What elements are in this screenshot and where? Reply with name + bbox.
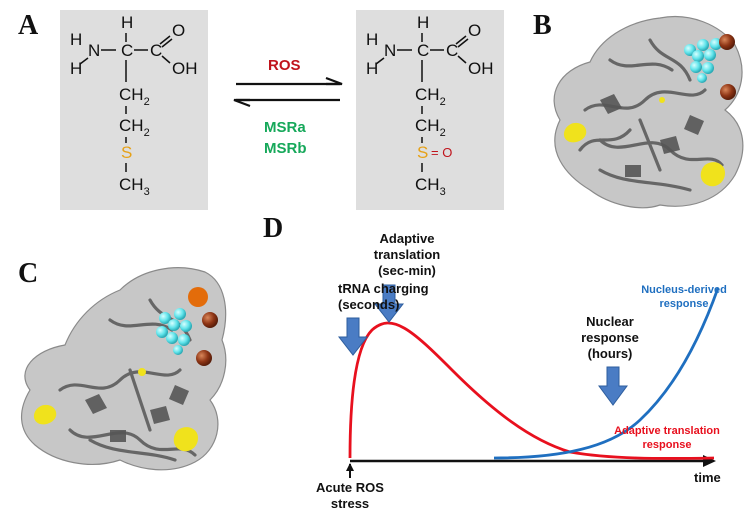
atom-h-amine-2: H (70, 59, 82, 78)
atom-n: N (384, 41, 396, 60)
sulfoxide-box (356, 10, 504, 210)
nucleus-curve-label-line1: Nucleus-derived (641, 284, 727, 296)
atom-c-carboxyl: C (150, 41, 162, 60)
atom-ch2-beta: CH2 (119, 85, 150, 108)
stress-label-line2: stress (331, 496, 369, 511)
atom-h-amine-2: H (366, 59, 378, 78)
atom-o-carbonyl: O (468, 21, 481, 40)
adaptive-curve-label-line2: response (643, 439, 692, 451)
atom-ch2-gamma: CH2 (119, 116, 150, 139)
msrb-label: MSRb (264, 140, 307, 157)
sulfur-patch-yellow (173, 427, 198, 452)
reaction-arrows: ROS MSRa MSRb (233, 57, 343, 157)
sulfur-patch-yellow (700, 162, 725, 187)
ligand-cyan (684, 38, 722, 83)
trna-label-line2: (seconds) (338, 297, 399, 312)
atom-h-amine-1: H (366, 30, 378, 49)
atom-c-carboxyl: C (446, 41, 458, 60)
sulfoxide-oxygen: = O (431, 145, 452, 160)
nuclear-label-line1: Nuclear (586, 314, 634, 329)
met-residue-brown (202, 312, 218, 328)
met-residue-brown (719, 34, 735, 50)
atom-h-top: H (121, 13, 133, 32)
protein-helices (85, 385, 189, 442)
atom-ch2-gamma: CH2 (415, 116, 446, 139)
atom-s: S (417, 143, 428, 162)
timecourse-schematic: time Acute ROS stress tRNA charging (sec… (316, 231, 727, 511)
protein-structure-b (553, 15, 744, 209)
atom-h-amine-1: H (70, 30, 82, 49)
stress-label-line1: Acute ROS (316, 480, 384, 495)
protein-backbone (58, 298, 197, 462)
sulfur-patch-yellow (33, 404, 57, 425)
nucleus-curve-label-line2: response (660, 298, 709, 310)
protein-helices (600, 94, 704, 177)
adaptive-label-line2: translation (374, 247, 441, 262)
msra-label: MSRa (264, 119, 306, 136)
ligand-cyan (156, 308, 192, 355)
trna-charging-arrow (337, 317, 369, 356)
adaptive-label-line1: Adaptive (380, 231, 435, 246)
methionine-sulfoxide-structure: H H N C C O OH H CH2 CH2 S = O CH3 (356, 10, 504, 210)
adaptive-translation-arrow (373, 284, 405, 323)
nucleus-derived-curve (493, 287, 720, 460)
panel-letter-a: A (18, 10, 39, 41)
adaptive-translation-curve (348, 321, 715, 460)
nuclear-response-arrow (598, 366, 628, 406)
adaptive-curve-label-line1: Adaptive translation (614, 425, 720, 437)
atom-oh: OH (468, 59, 494, 78)
panel-letter-c: C (18, 258, 38, 289)
sulfur-dot-yellow (659, 97, 665, 103)
ros-label: ROS (268, 57, 301, 74)
nuclear-label-line3: (hours) (588, 346, 633, 361)
atom-c-alpha: C (121, 41, 133, 60)
atom-ch3: CH3 (119, 175, 150, 198)
protein-structure-c (20, 267, 227, 471)
sulfur-dot-yellow (138, 368, 146, 376)
atom-o-carbonyl: O (172, 21, 185, 40)
sulfur-patch-yellow (563, 122, 587, 143)
met-residue-brown (196, 350, 212, 366)
atom-ch3: CH3 (415, 175, 446, 198)
adaptive-label-line3: (sec-min) (378, 263, 436, 278)
nuclear-label-line2: response (581, 330, 639, 345)
trna-label-line1: tRNA charging (338, 281, 429, 296)
panel-letter-b: B (533, 10, 552, 41)
protein-surface (20, 267, 227, 471)
oxidized-residue-orange (188, 287, 208, 307)
atom-s: S (121, 143, 132, 162)
panel-letter-d: D (263, 213, 283, 244)
atom-oh: OH (172, 59, 198, 78)
met-residue-brown (720, 84, 736, 100)
methionine-structure: H H N C C O OH H CH2 CH2 S CH3 (60, 10, 208, 210)
atom-n: N (88, 41, 100, 60)
atom-h-top: H (417, 13, 429, 32)
time-label: time (694, 470, 721, 485)
atom-ch2-beta: CH2 (415, 85, 446, 108)
atom-c-alpha: C (417, 41, 429, 60)
methionine-box (60, 10, 208, 210)
